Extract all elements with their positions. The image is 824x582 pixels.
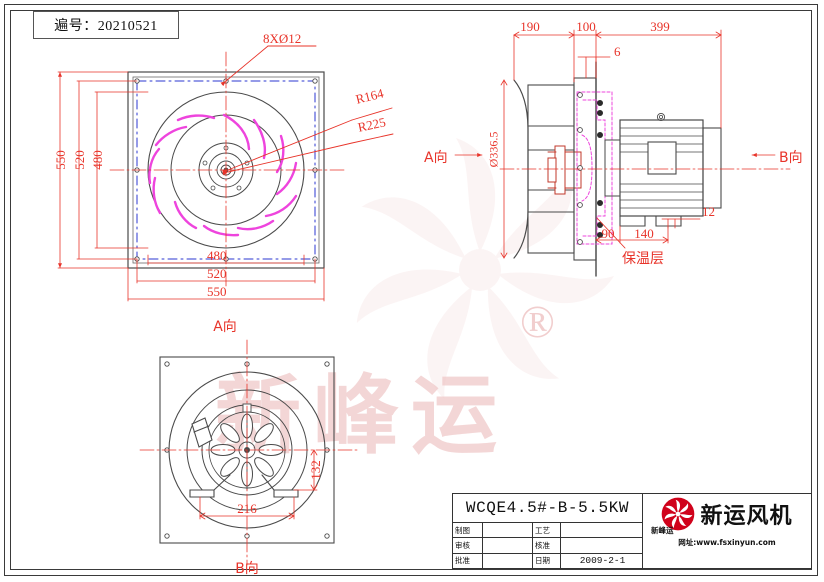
side-note-insulation: 保温层 (622, 251, 664, 267)
company-block: 新运风机 新峰运 网址:www.fsxinyun.com (643, 494, 811, 568)
bottom-view-group (139, 339, 361, 566)
authorize-value[interactable] (483, 553, 533, 568)
brand-row: 新运风机 (661, 497, 792, 531)
title-block-left: WCQE4.5#-B-5.5KW 制图 工艺 审核 核准 批准 日 (453, 494, 643, 568)
front-view-group (109, 51, 346, 289)
title-block-grid: 制图 工艺 审核 核准 批准 日期 2009-2-1 (453, 523, 642, 568)
front-dim-550-vertical: 550 (52, 150, 68, 170)
process-label: 工艺 (533, 523, 561, 538)
title-block-row: 审核 核准 (453, 538, 642, 554)
side-dim-12: 12 (702, 204, 715, 219)
front-dim-480-horizontal: 480 (207, 248, 227, 263)
bottom-view-label: B向 (235, 561, 259, 577)
company-name: 新运风机 (700, 504, 793, 529)
title-block: WCQE4.5#-B-5.5KW 制图 工艺 审核 核准 批准 日 (452, 493, 812, 569)
side-dim-diameter-336-5: Ø336.5 (486, 131, 501, 168)
company-website: 网址:www.fsxinyun.com (678, 538, 776, 547)
side-arrow-label-a: A向 (424, 150, 448, 166)
authorize-label: 批准 (453, 553, 483, 568)
reviewer-value[interactable] (483, 538, 533, 553)
bottom-dim-216: 216 (237, 501, 257, 516)
side-dim-190: 190 (520, 19, 540, 34)
bottom-dim-132: 132 (307, 460, 323, 480)
drafter-value[interactable] (483, 523, 533, 538)
date-label: 日期 (533, 553, 561, 568)
front-dim-480-vertical: 480 (89, 150, 105, 170)
front-dim-520-vertical: 520 (71, 150, 87, 170)
front-callout-8x-d12: 8XØ12 (263, 31, 302, 46)
side-dim-399: 399 (650, 19, 670, 34)
approver-label: 核准 (533, 538, 561, 553)
front-dim-550-horizontal: 550 (207, 284, 227, 299)
drawing-code-box: 遍号：20210521 (33, 11, 179, 39)
side-dim-90: 90 (601, 226, 615, 241)
side-arrow-label-b: B向 (779, 150, 803, 166)
company-logo-icon (661, 497, 695, 531)
side-dim-100: 100 (576, 19, 596, 34)
title-block-row: 批准 日期 2009-2-1 (453, 553, 642, 568)
drafter-label: 制图 (453, 523, 483, 538)
reviewer-label: 审核 (453, 538, 483, 553)
side-dim-140: 140 (634, 226, 654, 241)
process-value[interactable] (561, 523, 641, 537)
sheet-border-outer (4, 4, 818, 576)
model-designation: WCQE4.5#-B-5.5KW (453, 494, 642, 523)
approver-value[interactable] (561, 538, 641, 552)
front-view-label: A向 (213, 319, 237, 335)
sheet-border-inner (10, 10, 812, 570)
front-dim-520-horizontal: 520 (207, 266, 227, 281)
company-logo-text: 新峰运 (651, 526, 674, 535)
side-view-group (499, 61, 791, 277)
side-dim-6: 6 (614, 44, 621, 59)
title-block-row: 制图 工艺 (453, 523, 642, 539)
date-value[interactable]: 2009-2-1 (579, 555, 626, 567)
